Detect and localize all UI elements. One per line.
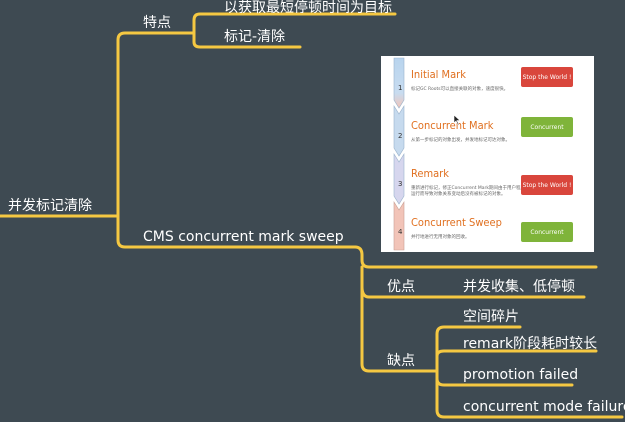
root-node[interactable]: 并发标记清除 (8, 198, 92, 214)
phase-title-initial-mark: Initial Mark (411, 68, 466, 81)
phase-number-3: 3 (398, 180, 403, 188)
phase-desc-concurrent-mark: 从第一步标记的对象出发，并发地标记可达对象。 (411, 138, 510, 143)
cms-node[interactable]: CMS concurrent mark sweep (143, 229, 344, 245)
cons-item-concurrent-mode-failure[interactable]: concurrent mode failure (463, 399, 625, 415)
phase-title-concurrent-mark: Concurrent Mark (411, 119, 494, 132)
cms-phases-image: 1 Initial Mark 标记GC Roots可以直接关联的对象，速度很快。… (381, 56, 594, 252)
cons-node[interactable]: 缺点 (387, 353, 415, 369)
feature-item-goal[interactable]: 以获取最短停顿时间为目标 (224, 0, 392, 16)
phase-title-concurrent-sweep: Concurrent Sweep (411, 216, 502, 229)
badge-stop-the-world-2: Stop the World ! (521, 175, 573, 195)
badge-concurrent-1: Concurrent (521, 117, 573, 137)
features-node[interactable]: 特点 (143, 15, 171, 31)
phase-number-4: 4 (398, 228, 403, 236)
phase-number-2: 2 (398, 132, 403, 140)
pros-item-concurrent[interactable]: 并发收集、低停顿 (463, 279, 575, 295)
phase-desc-remark: 重新进行标记，修正Concurrent Mark期间由于用户程序运行而导致对象关… (411, 186, 526, 197)
pros-node[interactable]: 优点 (387, 279, 415, 295)
phase-desc-initial-mark: 标记GC Roots可以直接关联的对象，速度很快。 (411, 87, 509, 92)
cons-item-promotion-failed[interactable]: promotion failed (463, 367, 579, 383)
cons-item-fragmentation[interactable]: 空间碎片 (463, 309, 519, 325)
cons-item-remark-slow[interactable]: remark阶段耗时较长 (463, 336, 598, 352)
phase-desc-concurrent-sweep: 并行地进行无用对象的回收。 (411, 235, 470, 240)
phase-arrow-bar (393, 57, 405, 251)
phase-number-1: 1 (398, 84, 403, 92)
badge-concurrent-2: Concurrent (521, 222, 573, 242)
badge-stop-the-world-1: Stop the World ! (521, 67, 573, 87)
phase-title-remark: Remark (411, 167, 449, 180)
feature-item-mark-sweep[interactable]: 标记-清除 (224, 29, 286, 45)
mouse-cursor-icon (453, 114, 461, 126)
